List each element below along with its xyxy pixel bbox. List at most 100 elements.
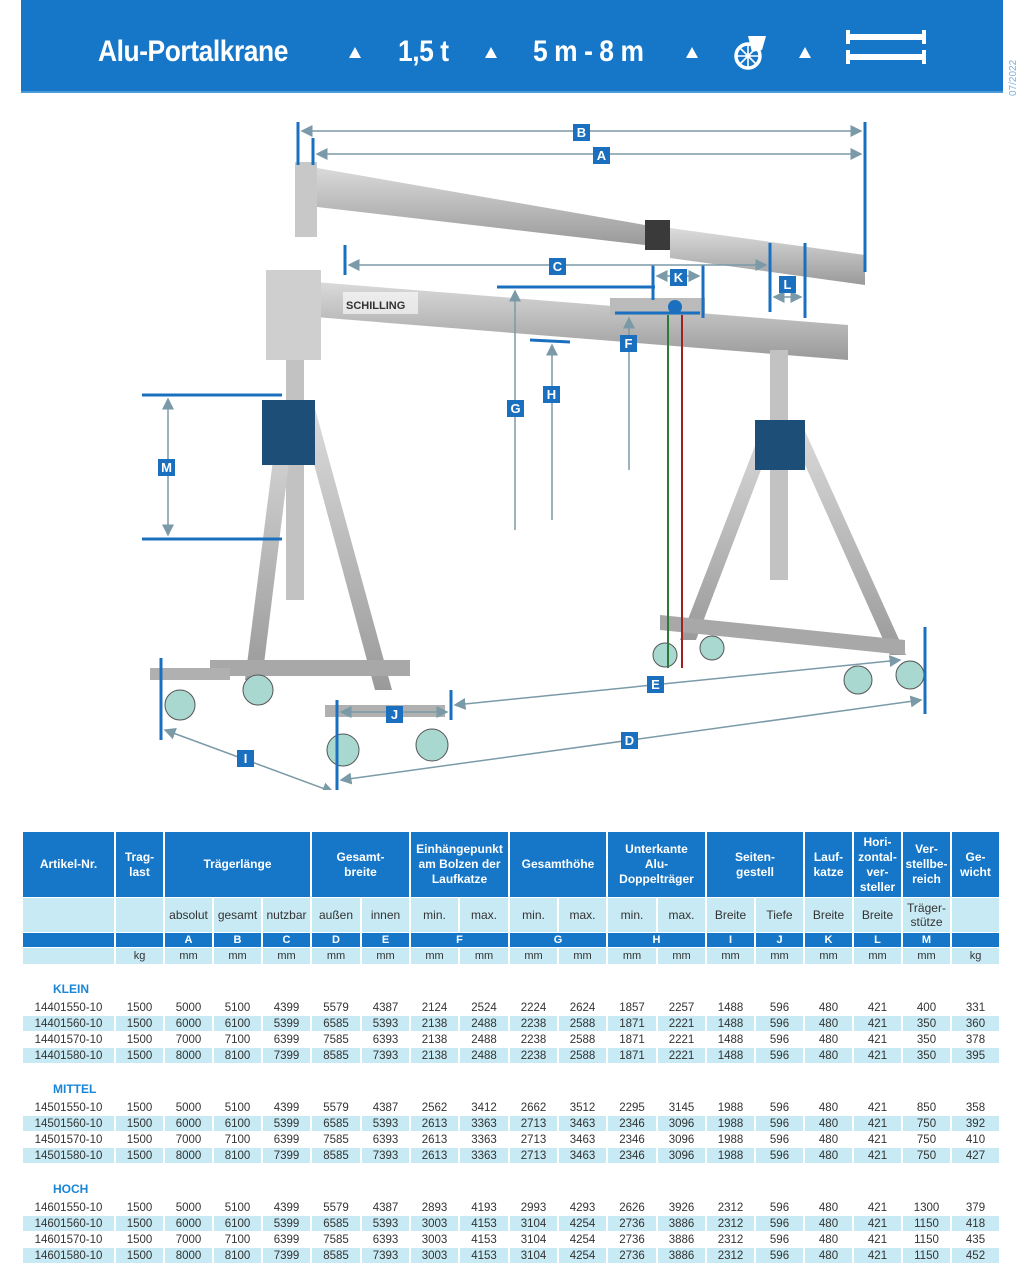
table-cell: 480 [818, 1201, 839, 1214]
separator-triangle-icon [485, 47, 497, 58]
table-cell: 2312 [707, 1248, 756, 1263]
column-group-header: Seiten- gestell [707, 832, 805, 897]
table-cell: 452 [952, 1248, 1001, 1263]
table-cell: 1488 [707, 1048, 756, 1063]
table-cell: 7100 [224, 1133, 251, 1146]
table-cell: 421 [867, 1033, 888, 1046]
unit-label: mm [707, 948, 756, 964]
table-cell: 5579 [323, 1201, 349, 1214]
unit-label: mm [510, 948, 559, 964]
table-cell: 2221 [668, 1033, 695, 1046]
table-cell: 480 [805, 1116, 854, 1131]
table-cell: 7393 [362, 1248, 411, 1263]
table-cell: 421 [854, 1148, 903, 1163]
table-cell: 596 [769, 1001, 790, 1014]
table-cell: 350 [916, 1033, 937, 1046]
table-cell: 2488 [471, 1033, 497, 1046]
table-cell: 3363 [471, 1133, 497, 1146]
table-cell: 480 [805, 1048, 854, 1063]
table-cell: 2588 [559, 1048, 608, 1063]
table-cell: 596 [756, 1048, 805, 1063]
table-cell: 1300 [913, 1201, 940, 1214]
table-cell: 8585 [312, 1248, 362, 1263]
column-group-header: Trägerlänge [165, 832, 312, 897]
table-cell: 8000 [165, 1248, 214, 1263]
table-cell: 421 [867, 1233, 888, 1246]
separator-triangle-icon [686, 47, 698, 58]
table-cell: 1871 [619, 1033, 645, 1046]
table-cell: 4387 [372, 1001, 399, 1014]
column-group-header: Trag- last [116, 832, 165, 897]
dimension-letter: D [312, 933, 362, 947]
column-group-header: Unterkante Alu-Doppelträger [608, 832, 707, 897]
table-cell: 750 [916, 1133, 937, 1146]
dimension-label-i: I [237, 750, 254, 767]
dimension-label-e: E [647, 676, 664, 693]
table-cell: 8000 [165, 1148, 214, 1163]
unit-label: mm [214, 948, 263, 964]
table-cell: 1988 [717, 1133, 744, 1146]
dimension-label-l: L [779, 276, 796, 293]
unit-label: kg [116, 948, 165, 964]
table-cell: 2138 [411, 1048, 460, 1063]
table-cell: 421 [854, 1016, 903, 1031]
table-cell: 2893 [421, 1201, 448, 1214]
table-cell: 2588 [569, 1033, 596, 1046]
table-cell: 8585 [312, 1148, 362, 1163]
table-cell: 8100 [214, 1048, 263, 1063]
table-cell: 3096 [668, 1133, 695, 1146]
header-bar: Alu-Portalkrane 1,5 t 5 m - 8 m [21, 0, 1003, 93]
column-group-header: Einhängepunkt am Bolzen der Laufkatze [411, 832, 510, 897]
table-cell: 3463 [559, 1148, 608, 1163]
table-cell: 1857 [619, 1001, 645, 1014]
table-cell: 421 [867, 1201, 888, 1214]
table-cell: 3463 [569, 1133, 596, 1146]
dimension-letter [952, 933, 1001, 947]
table-cell: 2488 [460, 1016, 510, 1031]
table-cell: 6000 [165, 1016, 214, 1031]
dimension-letter: I [707, 933, 756, 947]
table-cell: 2736 [608, 1248, 658, 1263]
dimension-letter: C [263, 933, 312, 947]
table-cell: 6000 [165, 1216, 214, 1231]
table-cell: 6585 [312, 1116, 362, 1131]
table-cell: 3886 [668, 1233, 695, 1246]
table-cell: 4153 [460, 1248, 510, 1263]
table-cell: 596 [769, 1101, 790, 1114]
table-cell: 1488 [707, 1016, 756, 1031]
table-cell: 1500 [116, 1148, 165, 1163]
table-cell: 392 [952, 1116, 1001, 1131]
table-cell: 2224 [520, 1001, 547, 1014]
table-cell: 14601550-10 [34, 1201, 103, 1214]
table-cell: 480 [805, 1016, 854, 1031]
table-cell: 2138 [411, 1016, 460, 1031]
table-cell: 2346 [608, 1116, 658, 1131]
column-subheader [116, 898, 165, 932]
table-cell: 480 [818, 1033, 839, 1046]
table-cell: 850 [916, 1101, 937, 1114]
table-cell: 750 [903, 1116, 952, 1131]
table-cell: 421 [854, 1048, 903, 1063]
table-cell: 596 [756, 1116, 805, 1131]
table-cell: 4399 [273, 1101, 300, 1114]
table-cell: 4293 [569, 1201, 596, 1214]
column-subheader [23, 898, 116, 932]
table-cell: 5399 [263, 1116, 312, 1131]
table-cell: 5579 [323, 1001, 349, 1014]
separator-triangle-icon [349, 47, 361, 58]
column-group-header: Gesamthöhe [510, 832, 608, 897]
table-cell: 1988 [707, 1116, 756, 1131]
table-cell: 1150 [914, 1233, 939, 1246]
table-cell: 4387 [372, 1201, 399, 1214]
column-subheader: innen [362, 898, 411, 932]
table-cell: 3412 [471, 1101, 497, 1114]
column-subheader [952, 898, 1001, 932]
table-cell: 5393 [362, 1216, 411, 1231]
unit-label: mm [854, 948, 903, 964]
table-cell: 360 [952, 1016, 1001, 1031]
table-cell: 3886 [658, 1216, 707, 1231]
table-cell: 3463 [559, 1116, 608, 1131]
